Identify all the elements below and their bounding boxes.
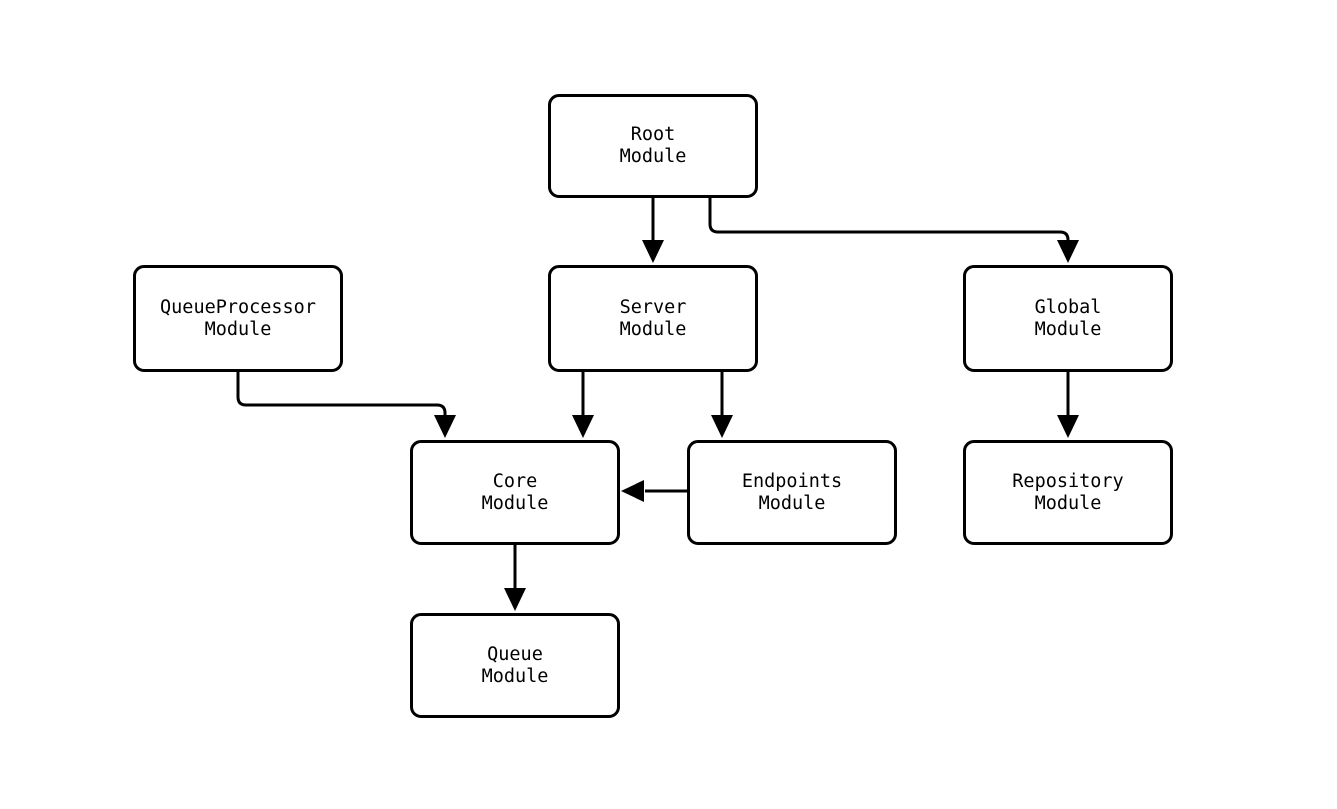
server-module-node-subtitle: Module: [619, 318, 687, 340]
edge-server-to-endpoints: [711, 372, 733, 438]
edge-root-to-server-arrowhead: [642, 240, 664, 263]
queueprocessor-module-node-subtitle: Module: [204, 318, 272, 340]
endpoints-module-node-title: Endpoints: [741, 470, 843, 492]
endpoints-module-node-subtitle: Module: [758, 492, 826, 514]
edge-root-to-global: [708, 198, 1079, 263]
edge-queueprocessor-to-core-line: [236, 372, 447, 415]
edge-server-to-endpoints-arrowhead: [711, 415, 733, 438]
edge-root-to-server: [642, 198, 664, 263]
edge-queueprocessor-to-core: [236, 372, 456, 438]
global-module-node-title: Global: [1034, 296, 1102, 318]
root-module-node-title: Root: [630, 124, 676, 145]
queue-module-node-subtitle: Module: [481, 665, 549, 687]
root-module-node-subtitle: Module: [619, 146, 687, 167]
edge-queueprocessor-to-core-arrowhead: [434, 415, 456, 438]
edge-endpoints-to-core: [621, 480, 687, 502]
global-module-node-subtitle: Module: [1034, 318, 1102, 340]
edge-core-to-queue-arrowhead: [504, 588, 526, 611]
edge-server-to-core: [572, 372, 594, 438]
queueprocessor-module-node-title: QueueProcessor: [160, 296, 316, 318]
server-module-node-title: Server: [619, 296, 687, 318]
core-module-node-subtitle: Module: [481, 492, 549, 514]
queue-module-node-title: Queue: [487, 643, 543, 665]
repository-module-node-title: Repository: [1012, 470, 1124, 492]
edge-core-to-queue: [504, 545, 526, 611]
edge-endpoints-to-core-arrowhead: [621, 480, 644, 502]
edge-server-to-core-arrowhead: [572, 415, 594, 438]
edge-root-to-global-arrowhead: [1057, 240, 1079, 263]
edge-global-to-repository: [1057, 372, 1079, 438]
edge-root-to-global-line: [708, 198, 1070, 241]
edge-global-to-repository-arrowhead: [1057, 415, 1079, 438]
repository-module-node-subtitle: Module: [1034, 492, 1102, 514]
core-module-node-title: Core: [492, 470, 538, 492]
